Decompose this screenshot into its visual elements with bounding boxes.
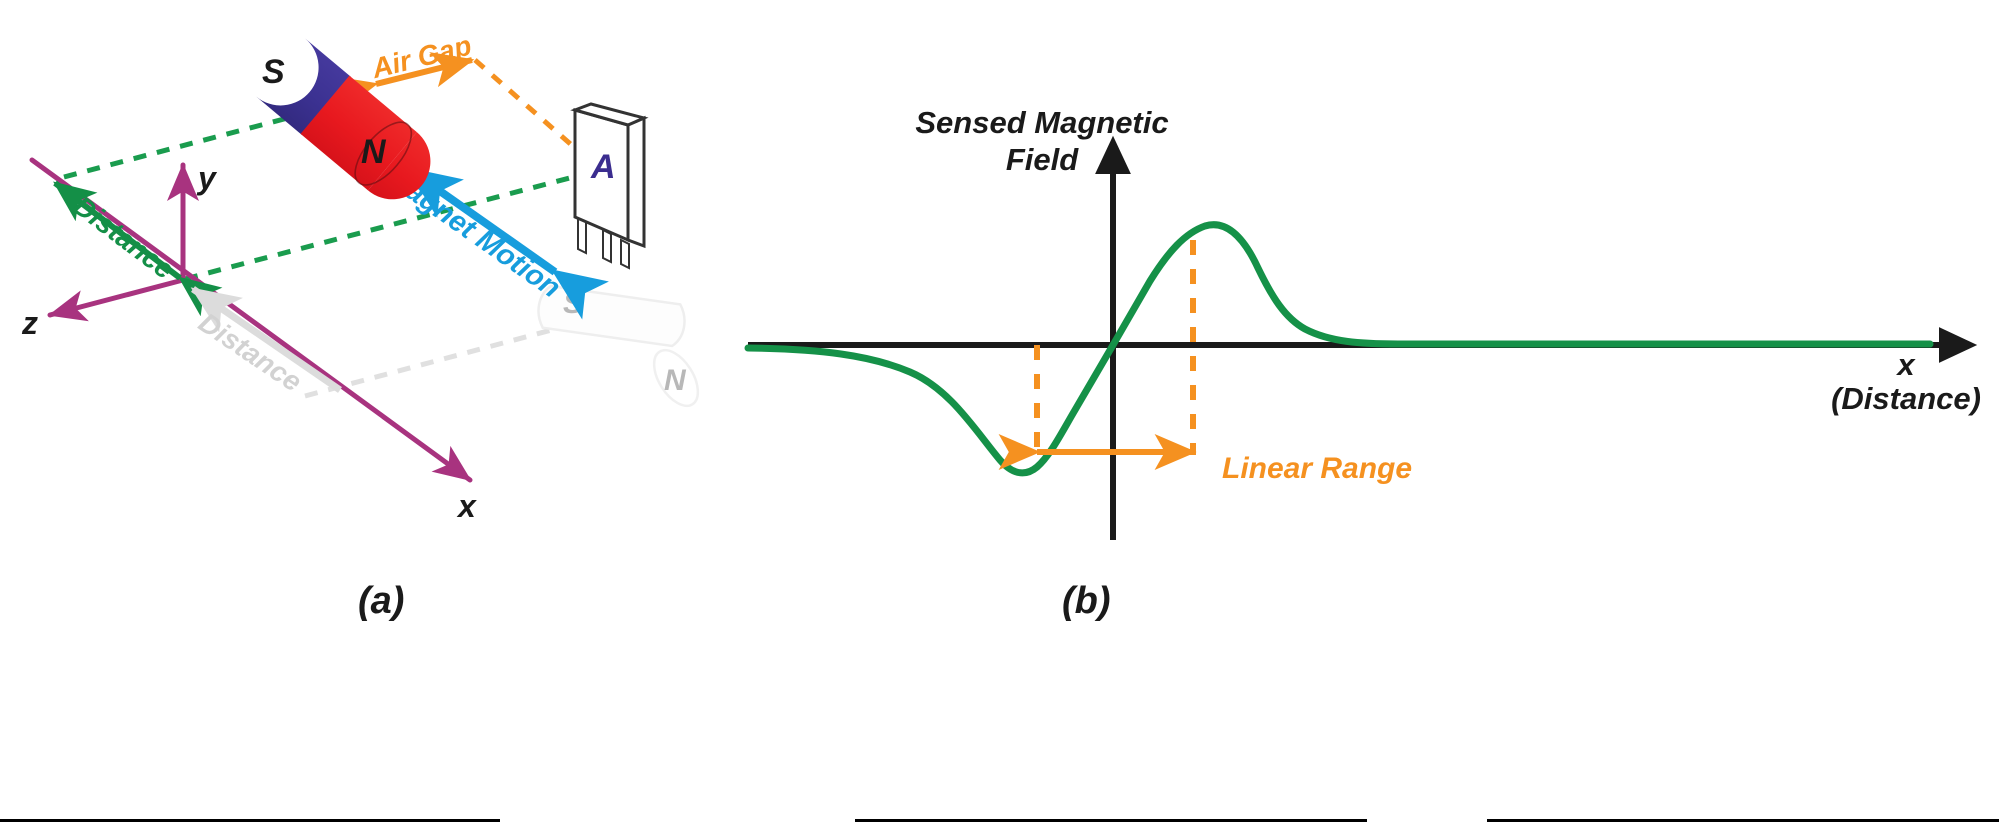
- sensor-label-a: A: [590, 148, 616, 186]
- chart-x-axis-labels: x (Distance): [1831, 347, 1981, 416]
- hall-sensor-ic: A: [570, 102, 649, 270]
- magnet-south-label: S: [262, 53, 285, 91]
- air-gap-dashed-line: [473, 58, 594, 165]
- projection-line-top: [63, 111, 304, 180]
- sensor-pin-3: [620, 238, 630, 270]
- axis-label-x: x: [456, 488, 477, 524]
- axis-label-z: z: [21, 305, 38, 341]
- linear-range-arrow: Linear Range: [998, 434, 1412, 485]
- bottom-rule-left: [0, 819, 500, 822]
- projection-lines-green: [63, 111, 601, 282]
- air-gap-guide: [473, 58, 594, 165]
- chart-title-line1: Sensed Magnetic: [915, 105, 1168, 140]
- ghost-magnet-n-face: [652, 348, 700, 408]
- magnet-pole-labels: S N: [262, 53, 387, 171]
- magnet-north-label: N: [361, 133, 387, 171]
- magnet-north-cap: [367, 132, 431, 200]
- magnet-south-pole: [256, 38, 351, 136]
- ghost-magnet-n-label: N: [664, 364, 687, 397]
- linear-range-label: Linear Range: [1222, 452, 1412, 485]
- bar-magnet: [256, 38, 431, 200]
- magnet-north-pole: [300, 75, 417, 191]
- panel-a-caption: (a): [358, 580, 405, 622]
- chart-series-sensed-field: [744, 221, 1934, 477]
- chart-title: Sensed Magnetic Field: [915, 105, 1168, 177]
- chart-xlabel: x: [1895, 347, 1916, 382]
- magnet-north-face: [354, 121, 413, 186]
- bottom-rule-right: [1487, 819, 1999, 822]
- chart-title-line2: Field: [1006, 142, 1079, 177]
- bottom-rule-middle: [855, 819, 1367, 822]
- sensor-body-top: [570, 102, 649, 127]
- chart-xlabel-sub: (Distance): [1831, 381, 1981, 416]
- panel-b-caption: (b): [1062, 580, 1111, 622]
